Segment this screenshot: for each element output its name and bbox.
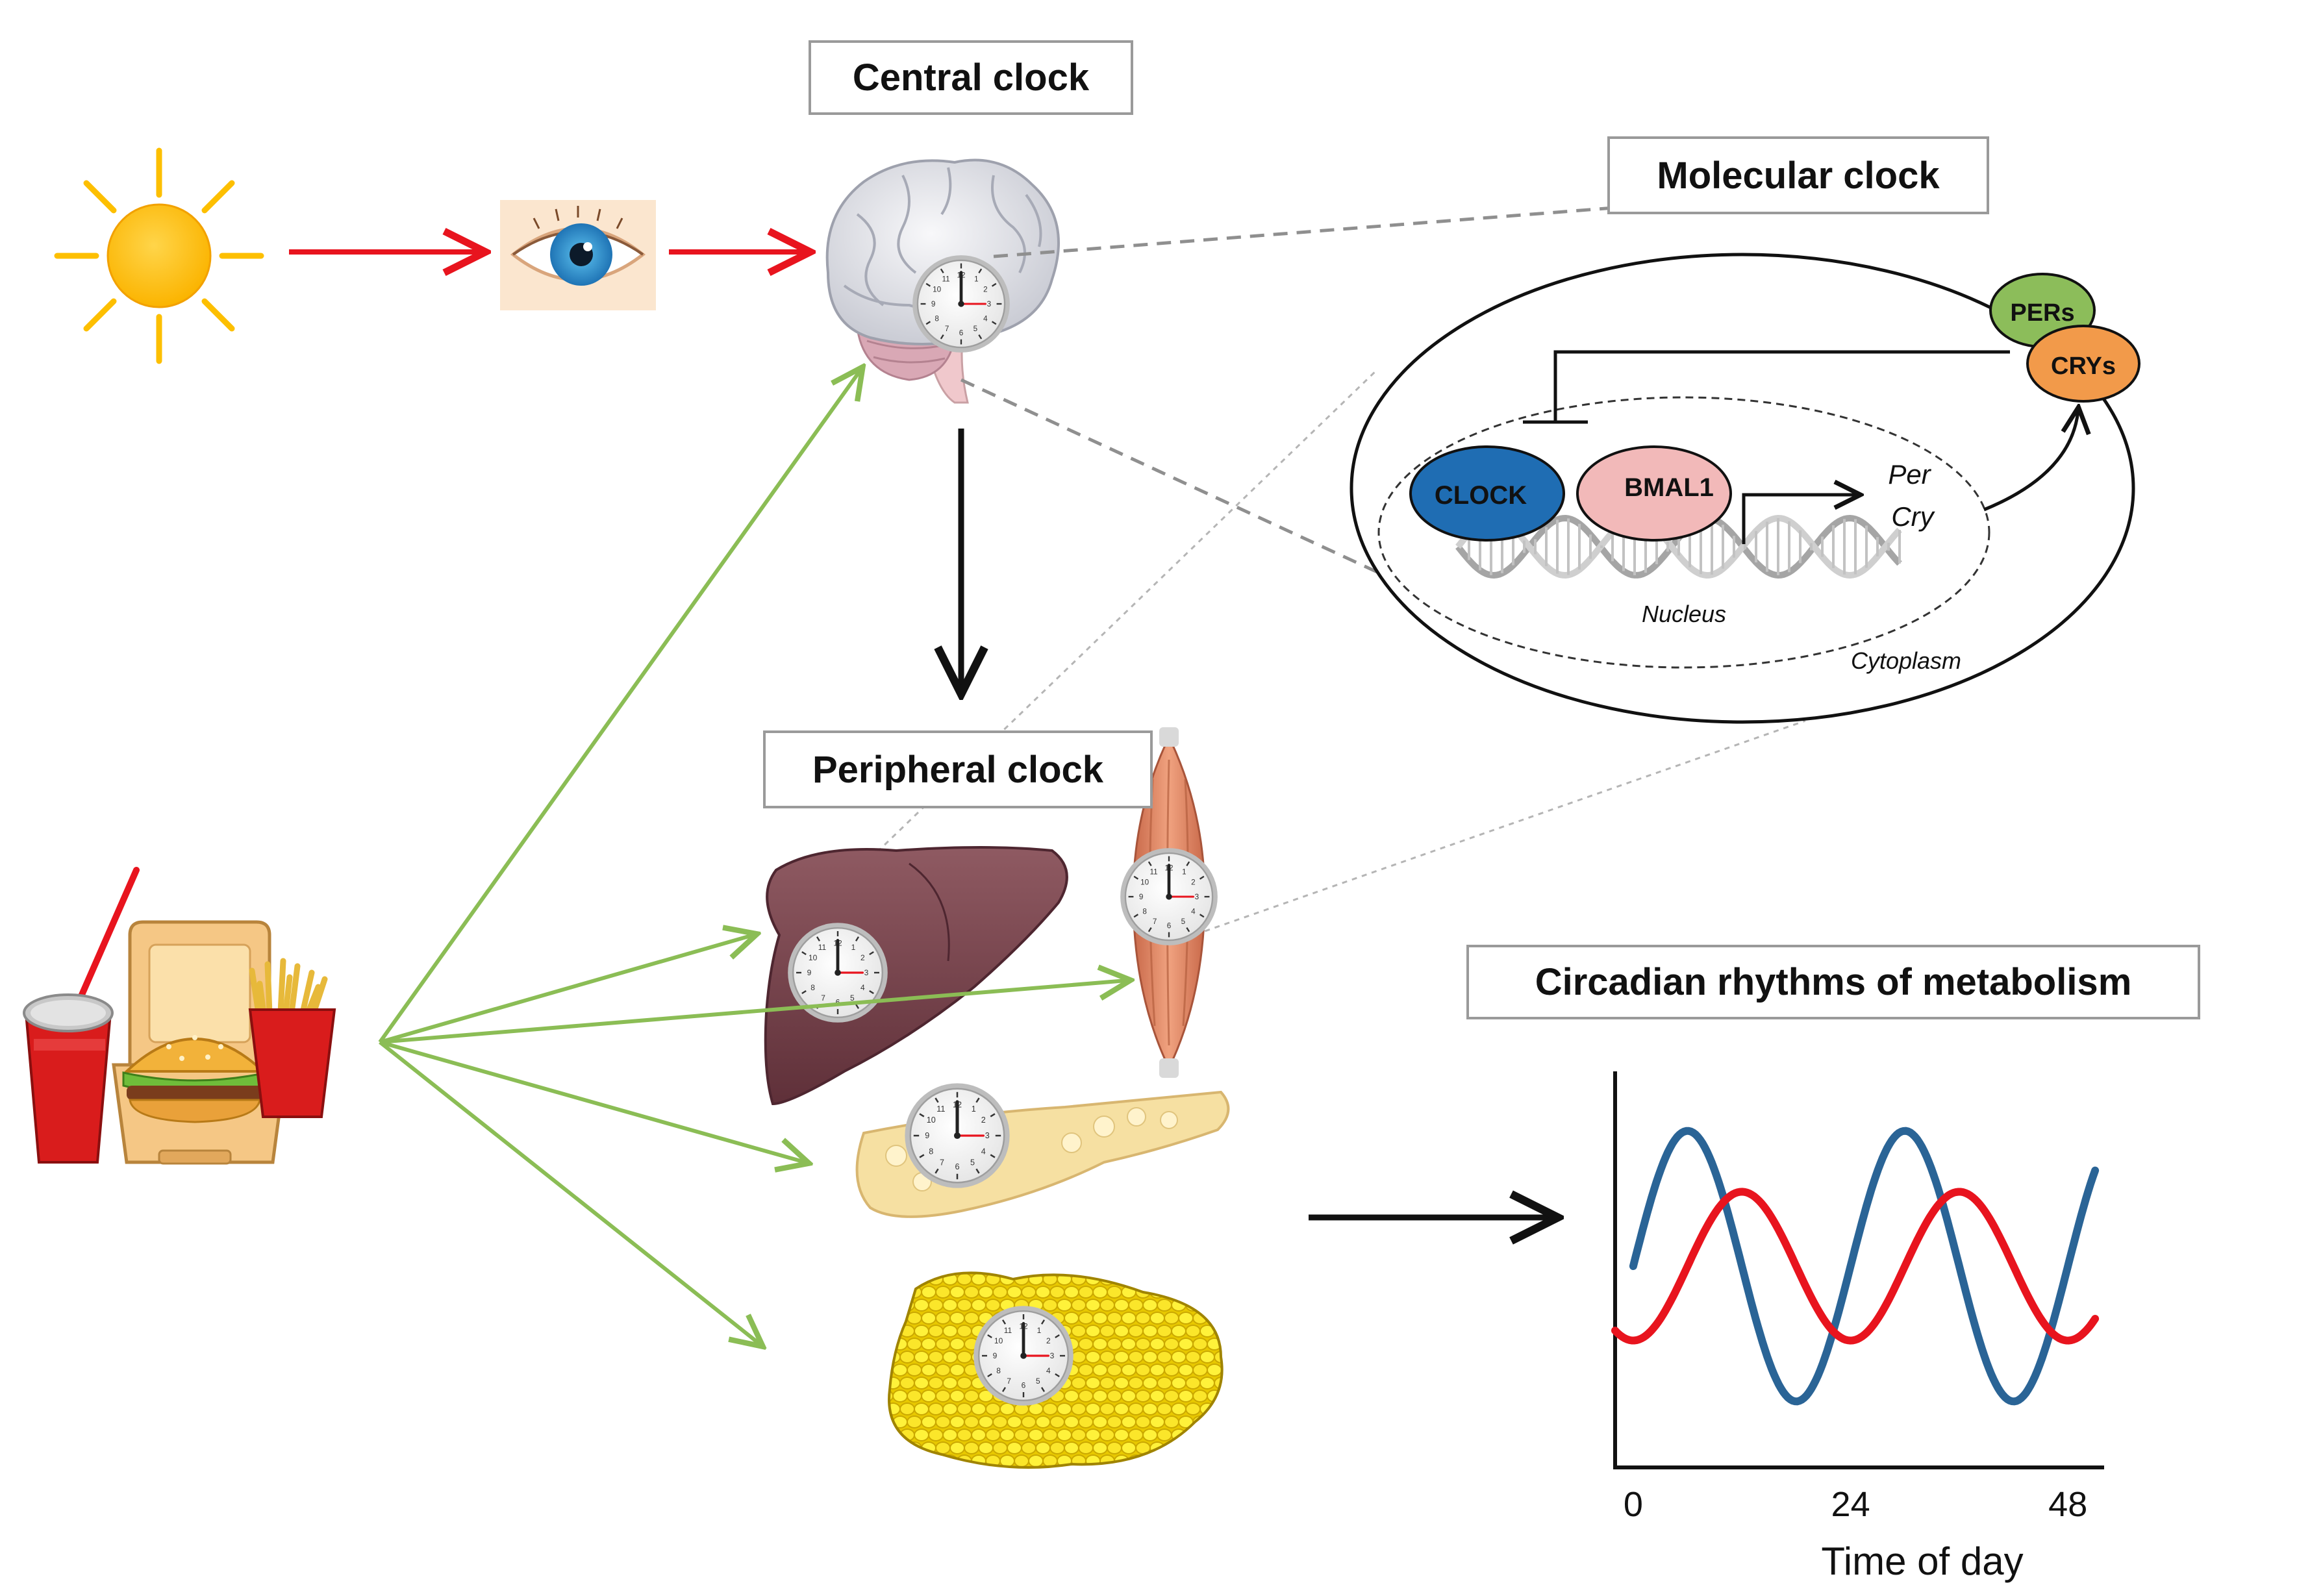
nucleus-label: Nucleus bbox=[1642, 601, 1726, 627]
cry-gene-label: Cry bbox=[1891, 501, 1935, 532]
pancreas-icon bbox=[855, 1083, 1230, 1218]
per-gene-label: Per bbox=[1888, 459, 1931, 490]
clock-protein bbox=[1409, 445, 1565, 542]
adipose-tissue-icon bbox=[888, 1271, 1224, 1469]
circadian-chart: 0 24 48 Time of day bbox=[1611, 1071, 2104, 1583]
liver-icon bbox=[764, 846, 1068, 1106]
transcription-arrow bbox=[1742, 495, 1857, 544]
translation-arrow bbox=[1983, 410, 2078, 512]
bmal1-label: BMAL1 bbox=[1624, 473, 1714, 502]
series-line-1 bbox=[1629, 1127, 2100, 1406]
x-tick-label: 0 bbox=[1624, 1485, 1643, 1524]
nucleus-membrane bbox=[1377, 396, 1990, 669]
clock-label: CLOCK bbox=[1435, 481, 1527, 510]
pers-label: PERs bbox=[2010, 299, 2074, 327]
sun-icon bbox=[54, 147, 264, 364]
fast-food-icon bbox=[23, 867, 336, 1165]
molecular-clock-text: Molecular clock bbox=[1657, 154, 1940, 197]
circadian-rhythms-label: Circadian rhythms of metabolism bbox=[1466, 945, 2200, 1019]
peripheral-clock-text: Peripheral clock bbox=[812, 748, 1104, 791]
bmal1-protein bbox=[1576, 445, 1732, 542]
inhibition-line bbox=[1553, 350, 2010, 422]
x-tick-label: 24 bbox=[1831, 1485, 1870, 1524]
crys-protein bbox=[2026, 325, 2141, 403]
x-axis-label: Time of day bbox=[1821, 1540, 2023, 1583]
brain-icon bbox=[825, 158, 1060, 404]
food-arrows bbox=[378, 370, 1127, 1344]
central-clock-label: Central clock bbox=[809, 40, 1133, 115]
central-clock-text: Central clock bbox=[852, 56, 1090, 99]
cytoplasm-label: Cytoplasm bbox=[1851, 647, 1961, 674]
circadian-rhythms-text: Circadian rhythms of metabolism bbox=[1535, 961, 2132, 1003]
x-tick-label: 48 bbox=[2048, 1485, 2087, 1524]
peripheral-clock-label: Peripheral clock bbox=[763, 730, 1153, 808]
muscle-icon bbox=[1120, 727, 1218, 1078]
series-line-2 bbox=[1611, 1188, 2100, 1345]
molecular-clock-label: Molecular clock bbox=[1607, 136, 1989, 214]
eye-icon bbox=[500, 200, 656, 310]
crys-label: CRYs bbox=[2051, 353, 2116, 380]
molecular-clock-cell bbox=[1350, 253, 2135, 724]
